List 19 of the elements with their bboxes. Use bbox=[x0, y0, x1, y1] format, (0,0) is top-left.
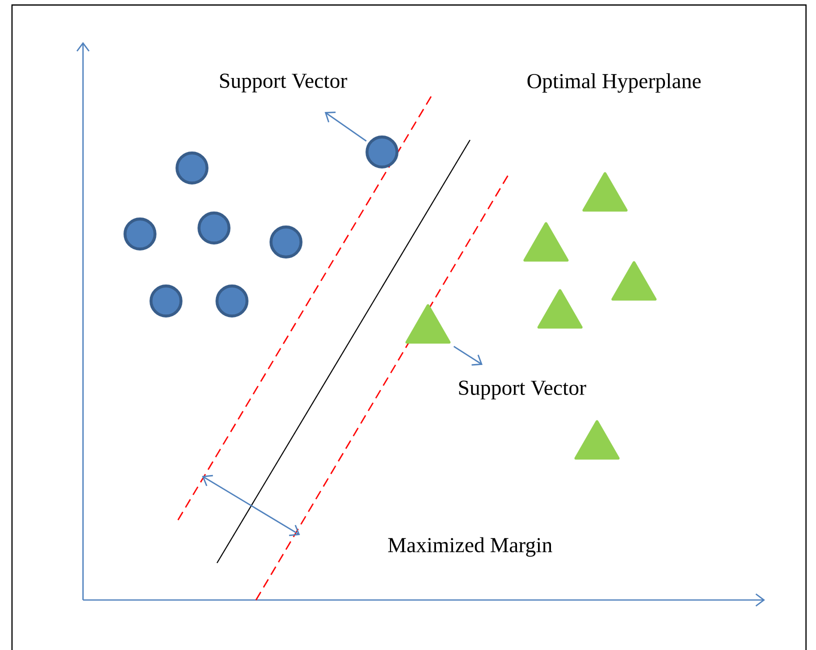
data-point-circle bbox=[270, 226, 302, 258]
data-point-triangle bbox=[405, 304, 451, 344]
data-point-triangle bbox=[537, 289, 583, 329]
data-point-circle bbox=[366, 136, 398, 168]
data-point-triangle bbox=[611, 261, 657, 301]
data-point-circle bbox=[198, 212, 230, 244]
text-label: Maximized Margin bbox=[388, 537, 552, 557]
data-point-triangle bbox=[574, 420, 620, 460]
data-point-circle bbox=[176, 152, 208, 184]
text-label: Support Vector bbox=[220, 74, 348, 92]
arrow bbox=[324, 112, 367, 142]
arrow bbox=[453, 346, 483, 366]
data-point-circle bbox=[150, 284, 182, 318]
data-point-circle bbox=[216, 284, 248, 318]
text-label: Support Vector bbox=[459, 380, 586, 400]
data-point-triangle bbox=[582, 172, 628, 212]
data-point-circle bbox=[124, 218, 156, 250]
text-label: Optimal Hyperplane bbox=[528, 73, 701, 93]
data-point-triangle bbox=[523, 222, 569, 262]
